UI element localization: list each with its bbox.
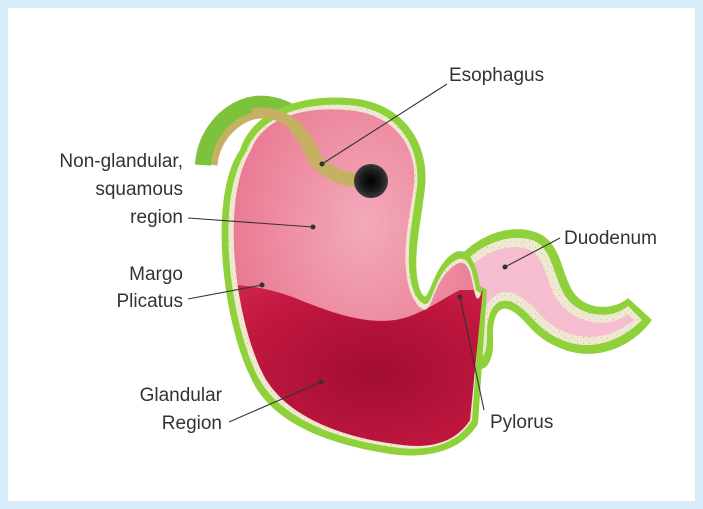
label-margo-2: Plicatus [116,291,183,312]
margo-dot [260,283,265,288]
label-non-glandular-2: squamous [95,179,183,200]
label-pylorus: Pylorus [490,412,553,433]
label-esophagus: Esophagus [449,65,544,86]
label-non-glandular-1: Non-glandular, [59,151,183,172]
glandular-dot [319,380,324,385]
label-margo-1: Margo [129,264,183,285]
duodenum-dot [503,265,508,270]
esophagus-opening [354,164,388,198]
non-glandular-dot [311,225,316,230]
label-glandular-1: Glandular [140,385,223,406]
pylorus-dot [458,295,463,300]
esophagus-dot [320,162,325,167]
label-non-glandular-3: region [130,207,183,228]
label-duodenum: Duodenum [564,228,657,249]
label-glandular-2: Region [162,413,222,434]
